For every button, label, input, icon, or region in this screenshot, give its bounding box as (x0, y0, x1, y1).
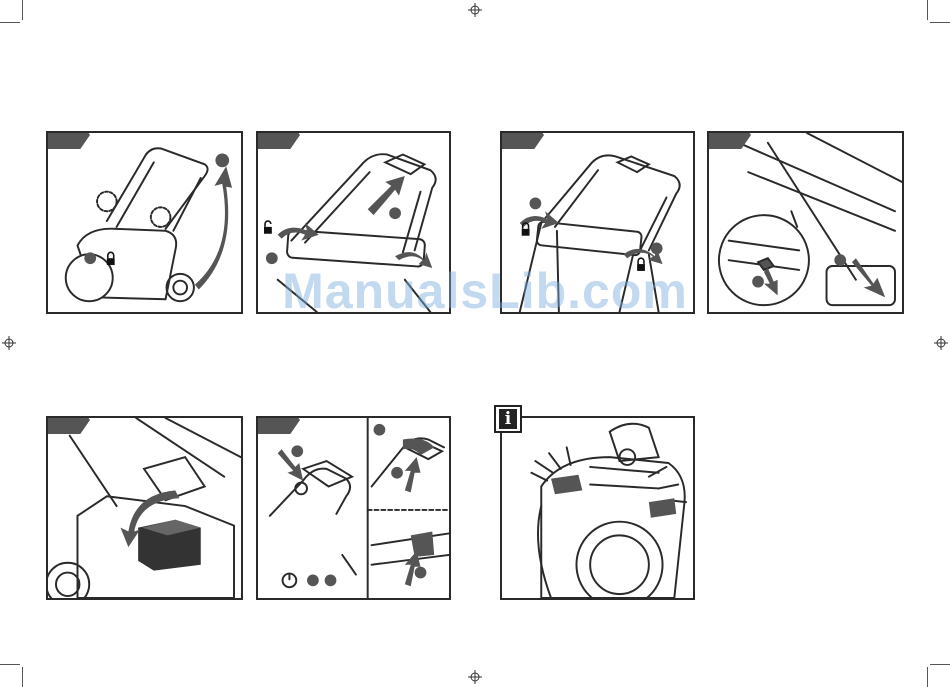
registration-mark-icon (2, 336, 16, 350)
step-marker (391, 467, 403, 479)
step-marker (415, 567, 427, 579)
crop-mark (930, 22, 950, 23)
registration-mark-icon (468, 670, 482, 684)
step-marker (325, 575, 337, 587)
step-marker (291, 445, 303, 457)
figure-battery-insert (46, 416, 243, 600)
handle-unfold-illustration (48, 133, 241, 312)
step-marker (530, 198, 542, 210)
crop-mark (930, 664, 950, 665)
power-start-illustration (258, 418, 449, 598)
watermark: ManualsLib.com (255, 262, 715, 320)
registration-mark-icon (934, 336, 948, 350)
lock-icon (107, 258, 115, 265)
crop-mark (927, 0, 928, 20)
step-marker (651, 243, 663, 255)
press-arrow-icon (852, 258, 885, 297)
step-marker (834, 254, 846, 266)
step-marker (307, 575, 319, 587)
step-marker (389, 207, 401, 219)
chute-rod-illustration (709, 133, 902, 312)
step-marker (374, 424, 386, 436)
crop-mark (927, 667, 928, 687)
figure-chute-rod (707, 131, 904, 314)
information-icon: i (494, 405, 522, 433)
figure-headlights (500, 416, 695, 600)
registration-mark-icon (468, 3, 482, 17)
crop-mark (22, 667, 23, 687)
headlight (649, 498, 676, 518)
press-arrow-icon (405, 457, 421, 492)
step-marker (752, 276, 764, 288)
battery-insert-illustration (48, 418, 241, 598)
headlights-illustration (502, 418, 693, 598)
figure-handle-unfold (46, 131, 243, 314)
information-glyph: i (499, 409, 517, 429)
crop-mark (0, 22, 20, 23)
lock-icon (522, 229, 530, 236)
rotation-arrow-icon (278, 223, 319, 241)
step-marker (215, 154, 229, 168)
figure-power-start (256, 416, 451, 600)
unlock-icon (264, 227, 272, 234)
rotation-arrow-icon (195, 166, 232, 289)
crop-mark (0, 664, 20, 665)
step-marker (84, 252, 96, 264)
headlight (551, 475, 582, 495)
crop-mark (22, 0, 23, 20)
